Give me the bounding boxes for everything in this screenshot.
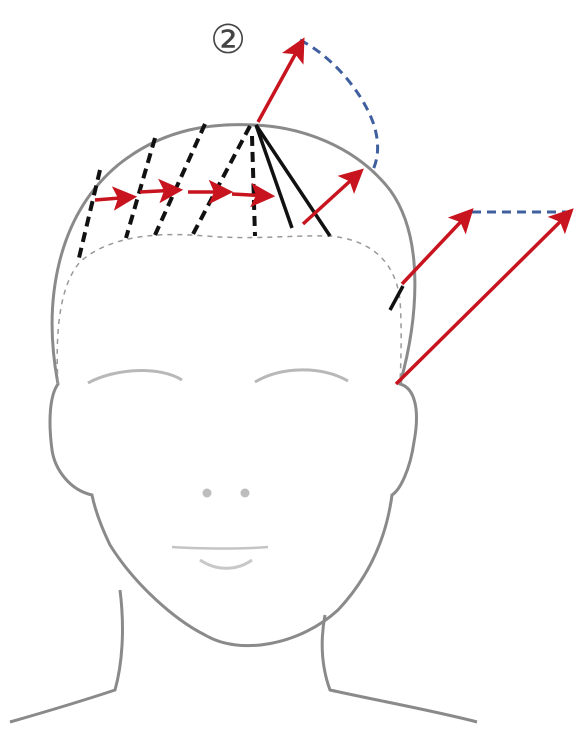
guide-arc-top — [300, 40, 378, 172]
fan-line-1 — [256, 125, 292, 228]
mouth — [172, 547, 268, 549]
left-eyebrow — [88, 371, 182, 383]
partition-line-1 — [78, 170, 100, 262]
arrow-crown-diagonal — [303, 172, 360, 224]
hairline — [57, 235, 401, 384]
step-number-label: ② — [208, 20, 248, 60]
partition-line-5 — [252, 136, 255, 236]
arrow-side-lower — [396, 212, 570, 384]
arrow-crown-1 — [95, 197, 132, 200]
arrow-crown-4 — [232, 194, 270, 196]
fan-line-2 — [256, 125, 330, 236]
nose-nostril-right — [241, 489, 250, 498]
partition-line-2 — [126, 138, 155, 238]
partition-line-4 — [192, 126, 250, 236]
right-eyebrow — [255, 370, 348, 382]
neck-left — [10, 590, 122, 722]
fan-lines — [256, 125, 403, 310]
lower-lip — [200, 560, 252, 568]
nose-nostril-left — [203, 489, 212, 498]
arrow-crown-2 — [140, 190, 178, 192]
arrow-top-up — [258, 42, 302, 122]
section-partitions — [78, 124, 255, 262]
neck-right — [322, 615, 477, 722]
partition-line-3 — [155, 124, 205, 235]
guide-lines — [300, 40, 568, 212]
